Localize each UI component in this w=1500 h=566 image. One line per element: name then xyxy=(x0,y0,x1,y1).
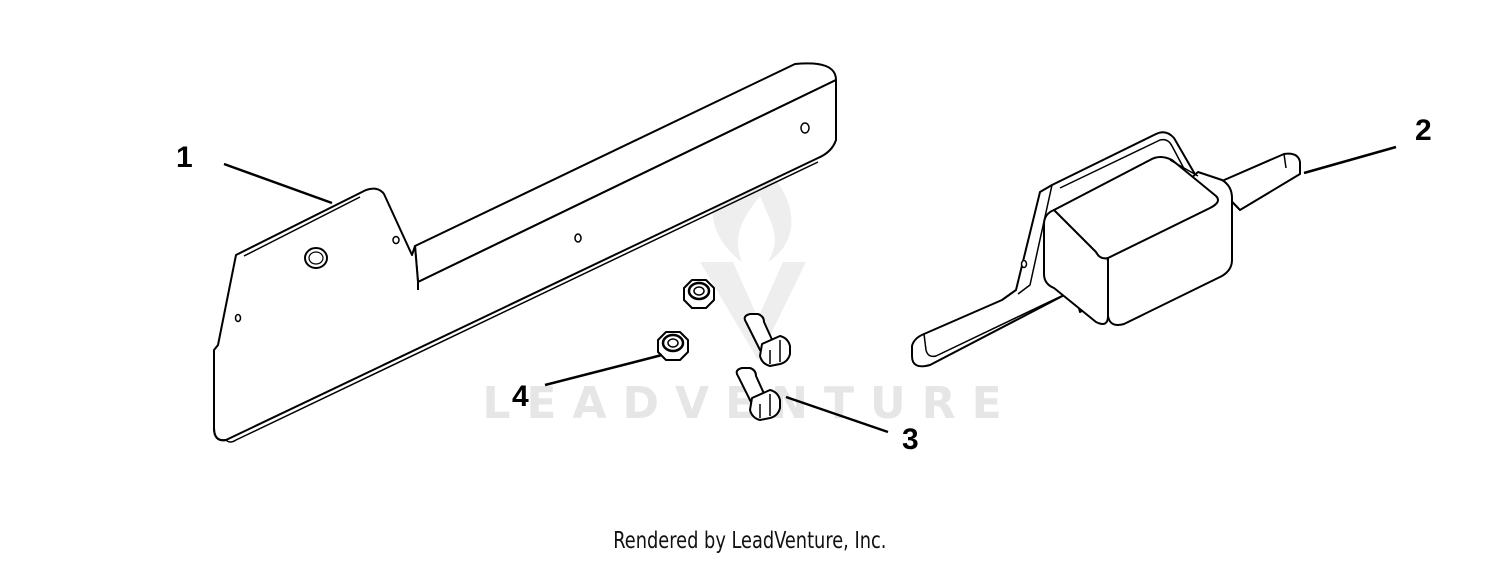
part-4-nut-upper xyxy=(683,279,715,309)
leader-line-1 xyxy=(223,162,333,205)
part-4-nut-lower xyxy=(657,331,689,361)
leader-lines xyxy=(223,145,1397,434)
leader-line-2 xyxy=(1303,145,1397,175)
callout-2[interactable]: 2 xyxy=(1415,114,1432,147)
leader-line-4 xyxy=(544,353,663,387)
rendered-by-credit: Rendered by LeadVenture, Inc. xyxy=(613,528,887,554)
callout-4[interactable]: 4 xyxy=(512,380,529,413)
part-2-bracket-with-block xyxy=(911,131,1301,368)
part-3-bolt-upper xyxy=(743,313,791,367)
callout-1[interactable]: 1 xyxy=(176,141,193,174)
part-3-bolt-lower xyxy=(735,367,781,421)
callout-3[interactable]: 3 xyxy=(902,423,919,456)
part-1-bracket xyxy=(213,62,837,443)
watermark-text: LEADVENTURE xyxy=(482,378,1017,429)
leader-line-3 xyxy=(785,395,889,434)
